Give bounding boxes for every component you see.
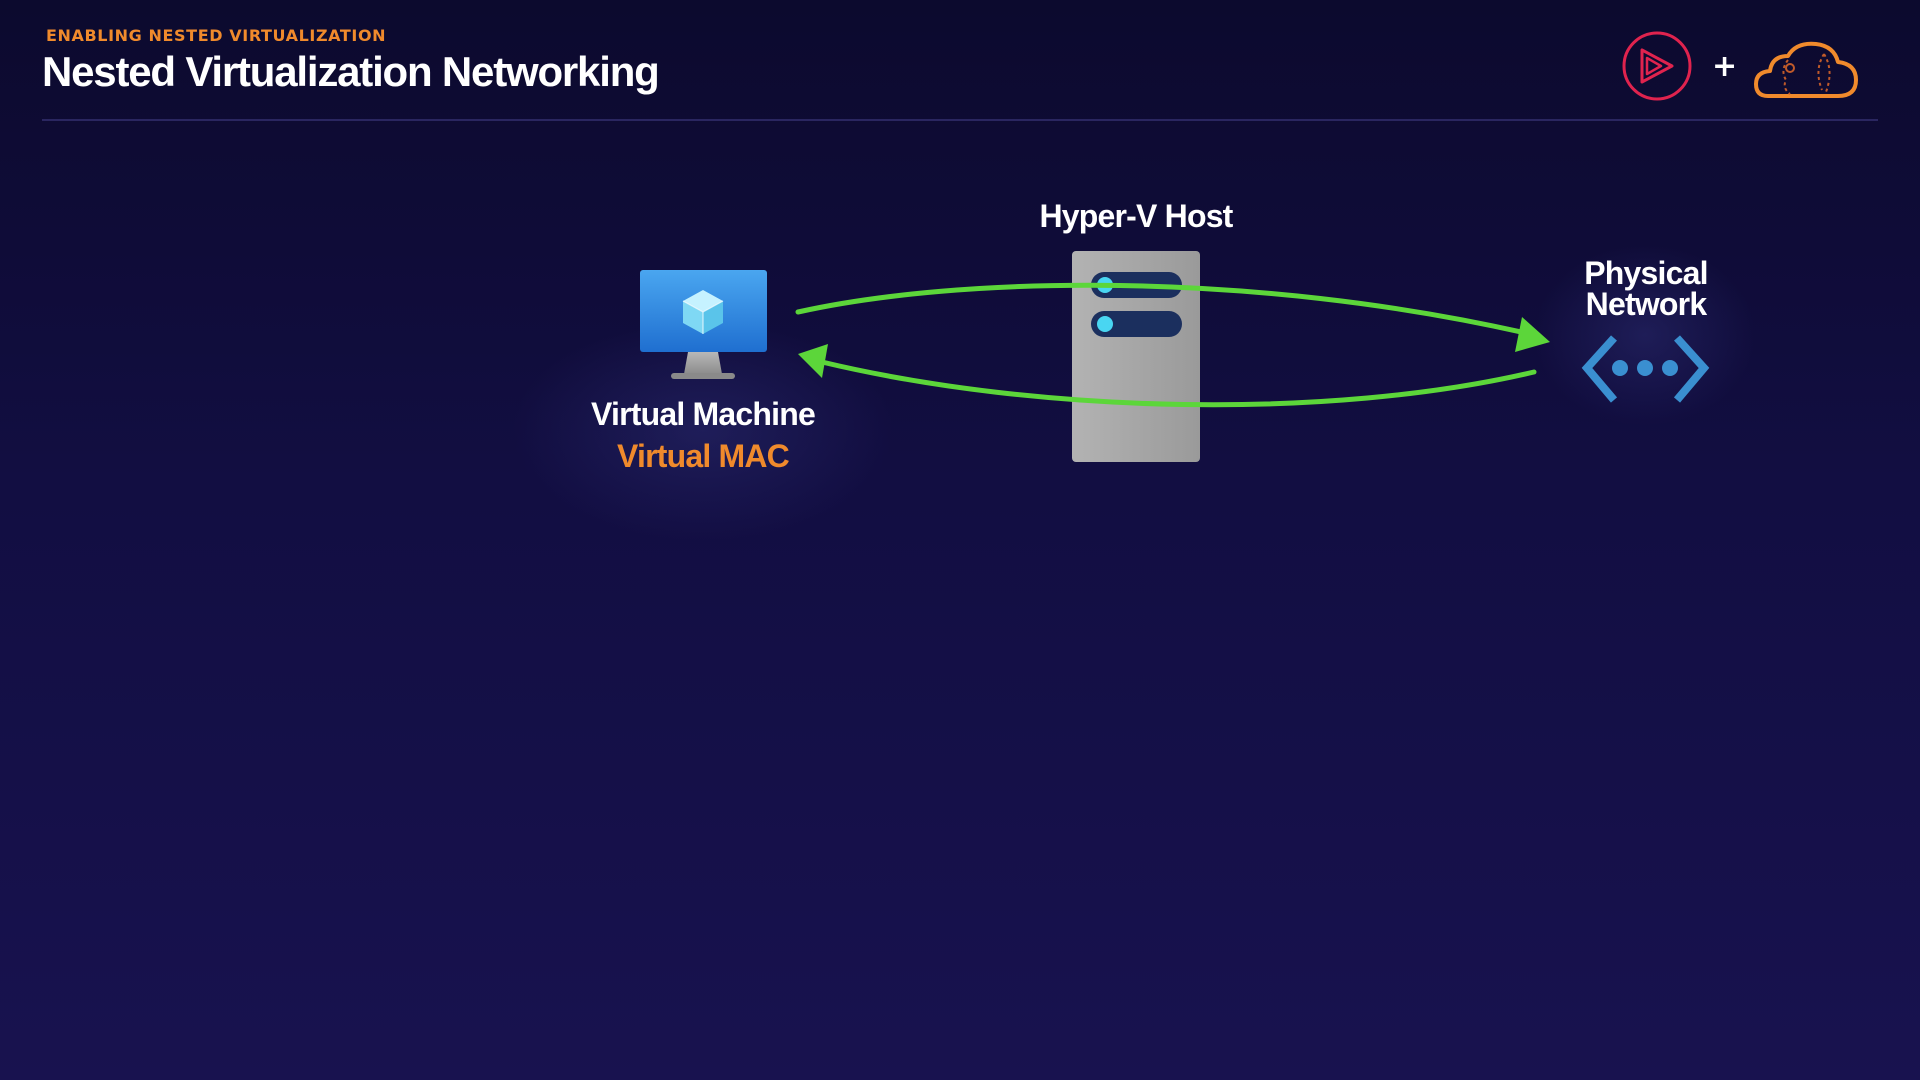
traffic-arrow-to-network — [795, 282, 1550, 352]
section-eyebrow: ENABLING NESTED VIRTUALIZATION — [46, 26, 387, 45]
play-logo-icon — [1622, 31, 1692, 101]
header-divider — [42, 119, 1878, 121]
cube-icon — [682, 290, 724, 334]
virtual-machine-label: Virtual Machine — [591, 396, 816, 432]
server-tower-icon — [1072, 251, 1200, 462]
plus-sign: + — [1712, 49, 1738, 84]
brand-logos — [1622, 31, 1858, 101]
page-title: Nested Virtualization Networking — [42, 48, 660, 95]
virtual-mac-label: Virtual MAC — [617, 438, 790, 474]
traffic-arrow-to-vm — [798, 344, 1537, 408]
physical-network-label: Physical Network — [1584, 255, 1708, 322]
monitor-cube-icon — [513, 270, 893, 540]
hyperv-host-label: Hyper-V Host — [1039, 198, 1233, 234]
network-brackets-icon — [1535, 245, 1755, 425]
cloud-logo-icon — [1754, 41, 1858, 98]
